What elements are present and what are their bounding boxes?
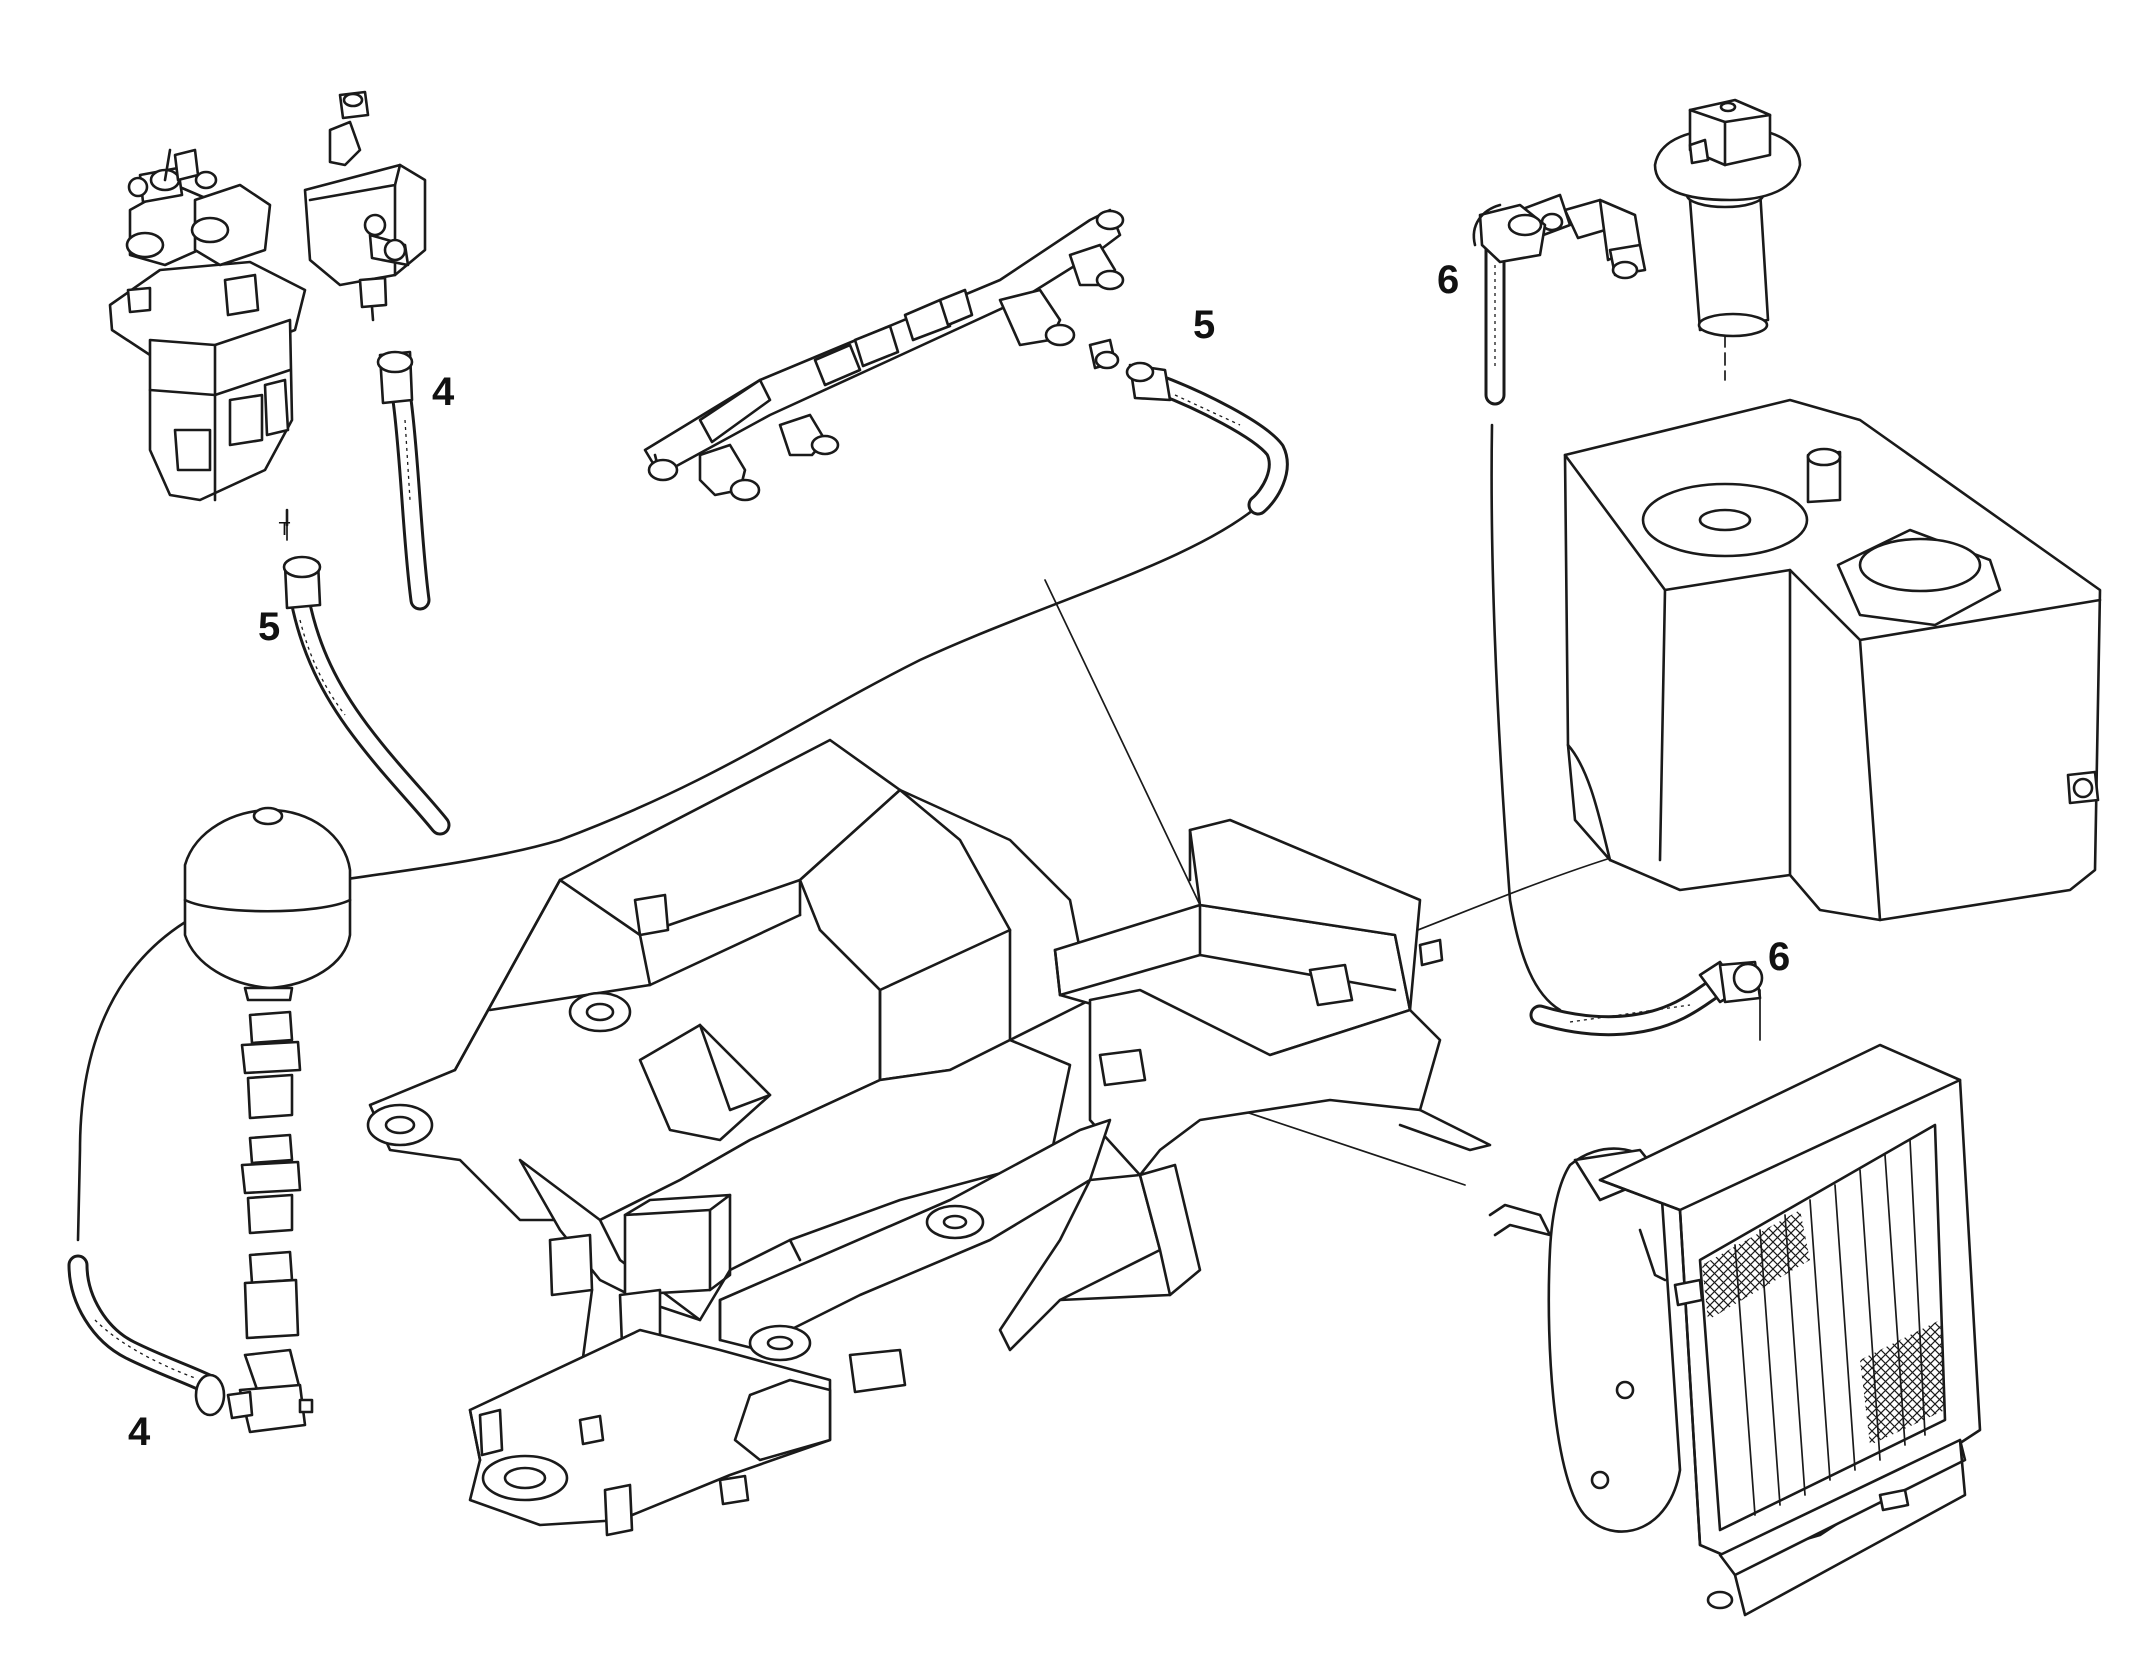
accumulator-hose	[67, 1254, 226, 1417]
radiator-hose	[1490, 423, 1764, 1037]
accumulator-fittings	[226, 1010, 314, 1434]
accumulator	[183, 806, 352, 1002]
callout-radiator-hose: 6	[1768, 935, 1790, 979]
tank	[1563, 398, 2102, 922]
valve-hose	[376, 350, 431, 611]
callout-tank-hose: 6	[1437, 258, 1459, 302]
fuel-rail	[643, 208, 1125, 502]
svg-text:T: T	[278, 519, 291, 540]
callout-pump-hose: 5	[258, 605, 280, 649]
pump-assembly: T	[108, 148, 307, 540]
callout-labels: 5 4 5 4 6 6	[128, 258, 1790, 1454]
rail-hose	[1125, 361, 1289, 516]
tank-hose	[1472, 203, 1547, 406]
chassis-frame	[366, 738, 1492, 1537]
callout-accumulator-hose: 4	[128, 1410, 151, 1454]
callout-rail-hose: 5	[1193, 303, 1215, 347]
callout-valve-hose: 4	[432, 370, 455, 414]
valve-block	[303, 90, 427, 322]
radiator	[1488, 1043, 1982, 1617]
tank-sender	[1518, 98, 1802, 338]
pump-hose	[282, 555, 451, 836]
long-return-line	[76, 498, 1267, 1242]
